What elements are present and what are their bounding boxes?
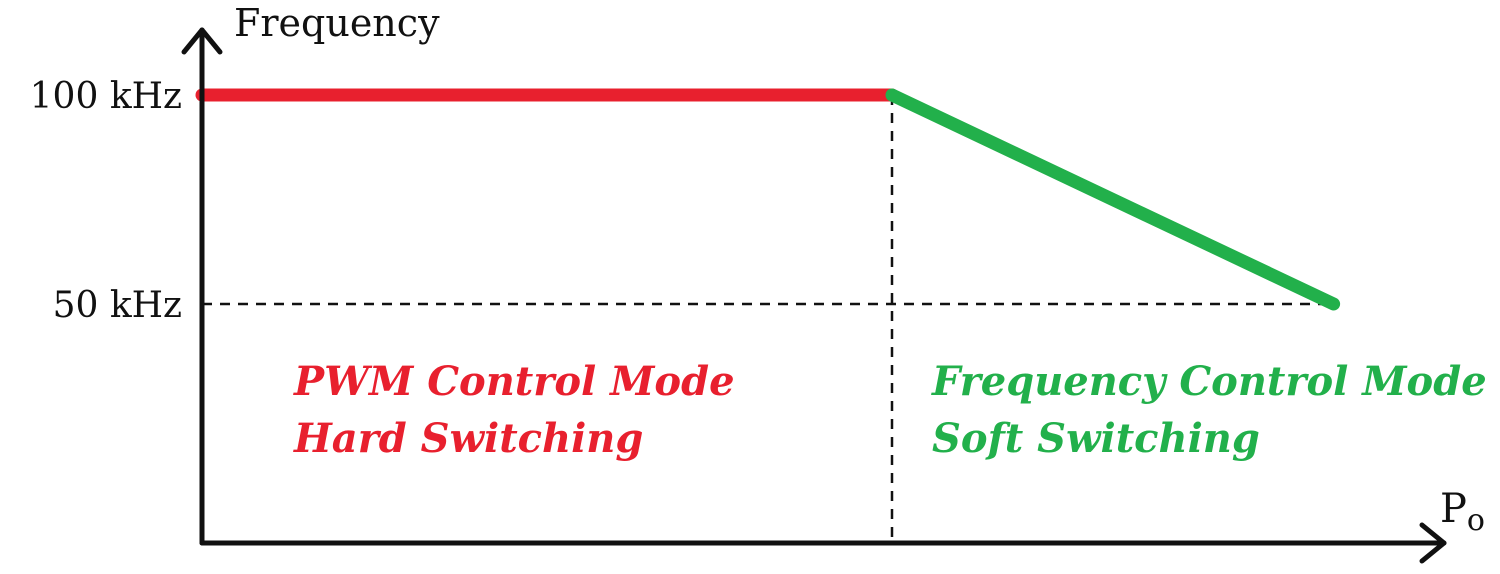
frequency-region-line-1: Frequency Control Mode	[931, 358, 1487, 405]
pwm-region-line-2: Hard Switching	[293, 415, 643, 462]
y-tick-label: 100 kHz	[30, 76, 182, 117]
x-axis-arrowhead	[1419, 522, 1447, 564]
x-axis-title-subscript: o	[1467, 503, 1485, 538]
pwm-region-line-1: PWM Control Mode	[293, 358, 735, 405]
frequency-mode-frequency-line	[885, 88, 1341, 311]
x-axis-title-main: P	[1440, 486, 1467, 532]
y-axis-arrowhead	[181, 27, 223, 55]
y-tick-label: 50 kHz	[53, 285, 182, 326]
x-axis-title: Po	[1440, 486, 1485, 538]
y-axis-title: Frequency	[234, 1, 440, 45]
frequency-region-line-2: Soft Switching	[932, 415, 1260, 462]
